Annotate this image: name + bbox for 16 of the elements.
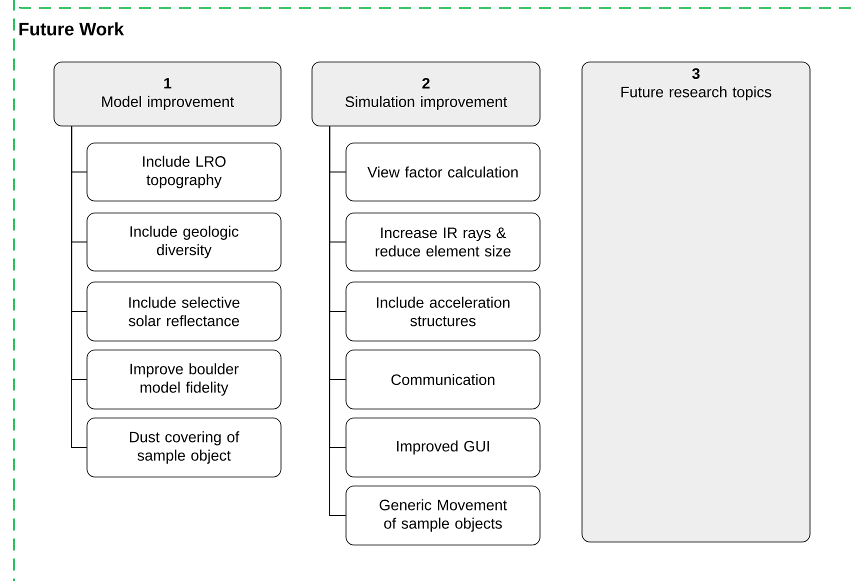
connector-line (329, 126, 346, 516)
task-box: Improve boulder model fidelity (86, 350, 282, 410)
task-box: Increase IR rays & reduce element size (346, 212, 540, 272)
category-box: 1 Model improvement (54, 62, 282, 126)
task-box: Include geologic diversity (86, 212, 282, 272)
task-box: Include LRO topography (86, 142, 282, 202)
task-box: Communication (346, 350, 540, 410)
category-box: 2 Simulation improvement (312, 62, 540, 126)
task-box: Include acceleration structures (346, 282, 540, 342)
task-box: Improved GUI (346, 418, 540, 478)
task-box: View factor calculation (346, 142, 540, 202)
task-box: Dust covering of sample object (86, 418, 282, 478)
connector-line (71, 126, 88, 448)
task-box: Include selective solar reflectance (86, 282, 282, 342)
category-box: 3 Future research topics (582, 62, 810, 542)
task-box: Generic Movement of sample objects (346, 486, 540, 546)
